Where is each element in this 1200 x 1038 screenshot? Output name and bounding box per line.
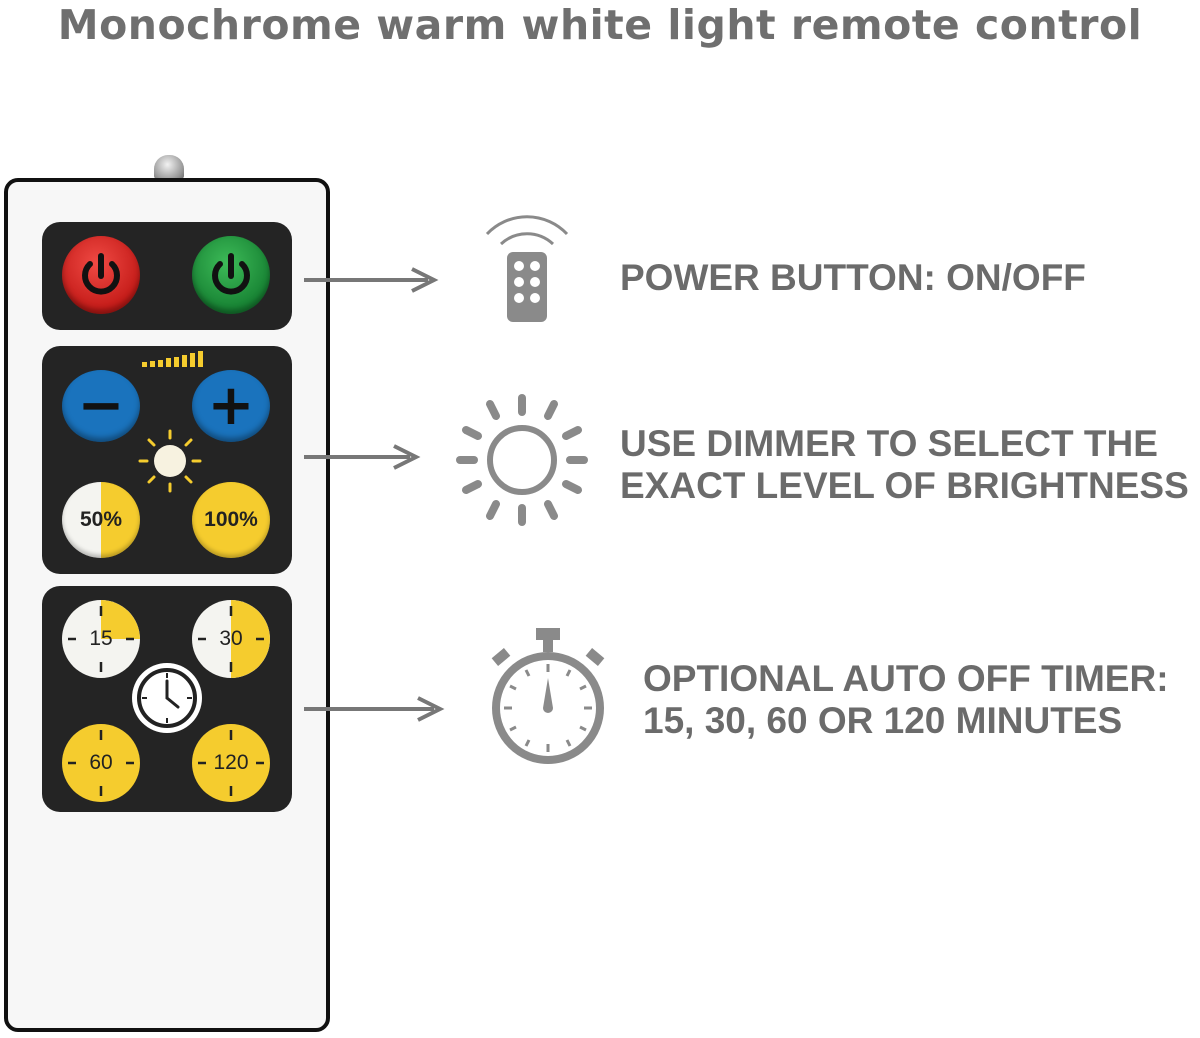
arrow-dimmer xyxy=(304,444,421,470)
timer-120-button[interactable]: 120 xyxy=(192,724,270,802)
dim-up-button[interactable]: + xyxy=(192,370,270,442)
timer-60-button[interactable]: 60 xyxy=(62,724,140,802)
dial-icon xyxy=(198,730,264,796)
timer-60-label: 60 xyxy=(89,751,113,774)
brightness-level-icon xyxy=(142,351,203,367)
feature-dimmer-text: USE DIMMER TO SELECT THE EXACT LEVEL OF … xyxy=(620,423,1189,507)
timer-15-button[interactable]: 15 xyxy=(62,600,140,678)
feature-power-line1: POWER BUTTON: ON/OFF xyxy=(620,257,1086,298)
dim-down-button[interactable]: − xyxy=(62,370,140,442)
feature-timer-line2: 15, 30, 60 OR 120 MINUTES xyxy=(643,700,1123,741)
feature-power-text: POWER BUTTON: ON/OFF xyxy=(620,257,1086,299)
power-on-button[interactable] xyxy=(192,236,270,314)
sun-icon xyxy=(456,394,588,526)
timer-panel: 15 30 xyxy=(42,586,292,812)
timer-30-label: 30 xyxy=(219,627,243,650)
remote-control-icon xyxy=(485,215,569,322)
timer-120-label: 120 xyxy=(213,751,249,774)
power-icon xyxy=(82,253,120,295)
ir-emitter xyxy=(154,155,184,179)
dial-icon xyxy=(68,730,134,796)
minus-label: − xyxy=(77,373,125,438)
timer-30-button[interactable]: 30 xyxy=(192,600,270,678)
dimmer-panel: − + 50% 100% xyxy=(42,346,292,574)
remote-control: − + 50% 100% xyxy=(4,178,330,1032)
timer-15-label: 15 xyxy=(89,627,113,650)
feature-dimmer-line1: USE DIMMER TO SELECT THE xyxy=(620,423,1158,464)
brightness-100-button[interactable]: 100% xyxy=(192,482,270,558)
page-title: Monochrome warm white light remote contr… xyxy=(57,1,1143,49)
clock-icon xyxy=(132,663,202,733)
power-icon xyxy=(212,253,250,295)
arrow-timer xyxy=(304,696,445,722)
feature-dimmer-line2: EXACT LEVEL OF BRIGHTNESS xyxy=(620,465,1189,506)
brightness-50-label: 50% xyxy=(79,508,123,531)
plus-label: + xyxy=(207,373,255,438)
power-off-button[interactable] xyxy=(62,236,140,314)
brightness-100-label: 100% xyxy=(204,508,258,531)
arrow-power xyxy=(304,267,439,293)
brightness-50-button[interactable]: 50% xyxy=(62,482,140,558)
light-bulb-icon xyxy=(138,429,202,493)
dial-icon xyxy=(68,600,140,672)
feature-timer-text: OPTIONAL AUTO OFF TIMER: 15, 30, 60 OR 1… xyxy=(643,658,1169,742)
feature-timer-line1: OPTIONAL AUTO OFF TIMER: xyxy=(643,658,1169,699)
dial-icon xyxy=(198,600,270,678)
power-panel xyxy=(42,222,292,330)
stopwatch-icon xyxy=(491,628,605,764)
